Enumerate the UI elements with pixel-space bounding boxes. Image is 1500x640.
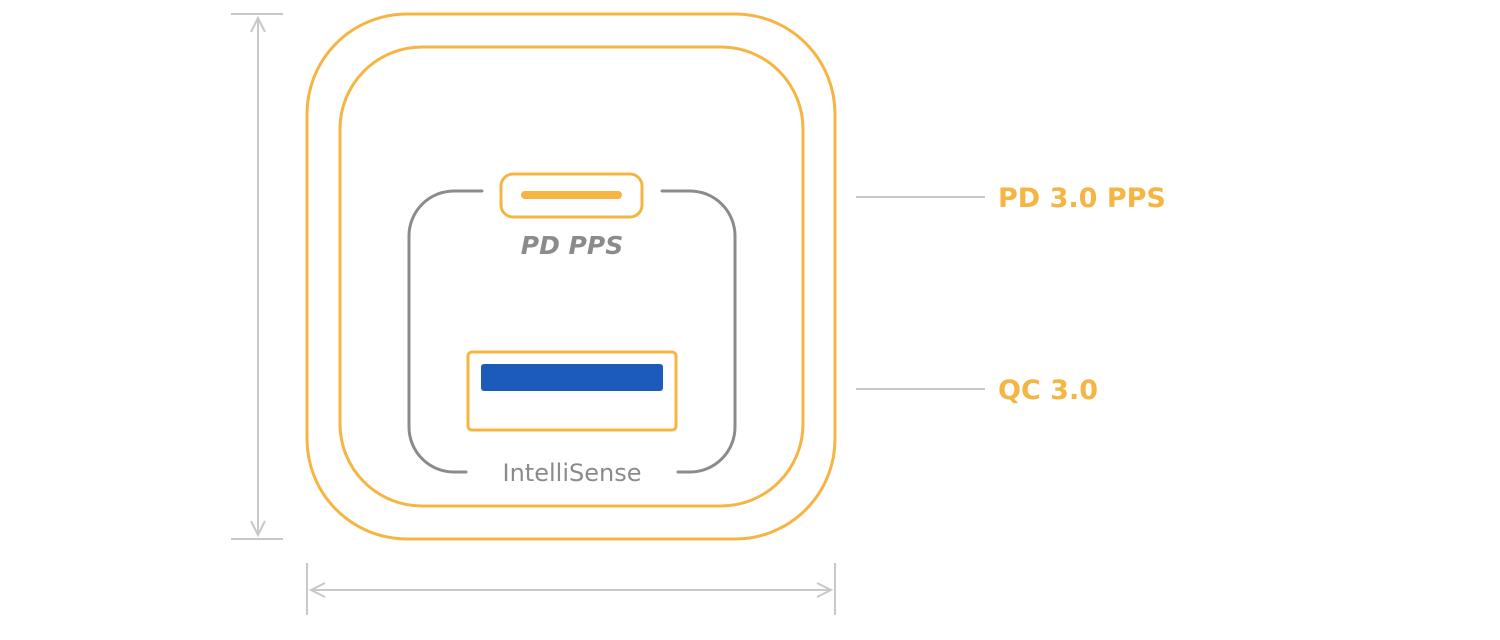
brand-text: IntelliSense — [503, 459, 642, 487]
height-dimension-arrow-down — [250, 520, 266, 538]
pd-callout-label: PD 3.0 PPS — [998, 183, 1166, 214]
width-dimension-arrow-right — [816, 582, 834, 598]
height-dimension-arrow-up — [250, 15, 266, 33]
charger-outer-outline — [305, 12, 837, 541]
width-dimension — [306, 563, 836, 615]
height-dimension — [231, 13, 283, 540]
usb-a-port — [466, 350, 678, 432]
port-label: PD PPS — [521, 231, 623, 260]
usb-a-port-tongue — [481, 364, 663, 391]
usb-c-port-slot — [521, 191, 622, 199]
charger-inner-outline — [338, 45, 805, 508]
port-panel-outline — [407, 189, 737, 474]
width-dimension-arrow-left — [308, 582, 326, 598]
usb-a-port-outline — [466, 350, 678, 432]
usb-c-port — [499, 172, 644, 219]
qc-callout-label: QC 3.0 — [998, 375, 1098, 406]
usb-c-port-outline — [499, 172, 644, 219]
